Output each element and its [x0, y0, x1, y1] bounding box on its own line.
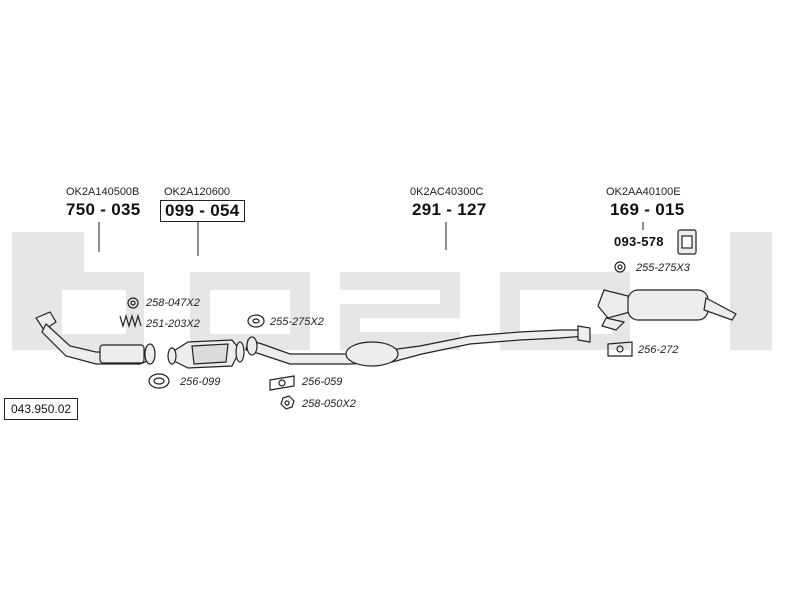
accessory-label-3[interactable]: 256-099 — [180, 376, 221, 388]
bracket-part — [677, 229, 697, 255]
accessory-label-2[interactable]: 251-203X2 — [146, 318, 200, 330]
center-pipe-part — [245, 325, 591, 367]
accessory-label-1[interactable]: 258-047X2 — [146, 297, 200, 309]
part-ref-4[interactable]: 169 - 015 — [610, 200, 685, 219]
oem-number-3: 0K2AC40300C — [410, 186, 484, 198]
catalog-number-box: 043.950.02 — [4, 398, 79, 420]
catalytic-converter-part — [167, 339, 245, 369]
accessory-label-6[interactable]: 258-050X2 — [302, 398, 356, 410]
accessory-label-8[interactable]: 256-272 — [638, 344, 679, 356]
accessory-label-7[interactable]: 255-275X3 — [636, 262, 690, 274]
nut-icon — [280, 395, 295, 410]
gasket-icon — [148, 373, 170, 389]
flange-gasket-icon-2 — [607, 341, 633, 357]
oem-number-2: OK2A120600 — [164, 186, 231, 198]
part-ref-bracket[interactable]: 093-578 — [614, 234, 664, 249]
part-ref-2[interactable]: 099 - 054 — [160, 200, 245, 222]
rubber-ring-icon-2 — [614, 261, 626, 273]
oem-number-4: OK2AA40100E — [606, 186, 681, 198]
rear-muffler-part — [597, 289, 737, 331]
gasket-icon-2 — [247, 314, 265, 328]
part-ref-3[interactable]: 291 - 127 — [412, 200, 487, 219]
front-pipe-part — [35, 311, 156, 365]
accessory-label-4[interactable]: 255-275X2 — [270, 316, 324, 328]
flange-gasket-icon — [269, 375, 295, 391]
part-ref-1[interactable]: 750 - 035 — [66, 200, 141, 219]
accessory-label-5[interactable]: 256-059 — [302, 376, 343, 388]
oem-number-1: OK2A140500B — [66, 186, 140, 198]
spring-icon — [119, 313, 142, 329]
rubber-ring-icon — [127, 297, 139, 309]
